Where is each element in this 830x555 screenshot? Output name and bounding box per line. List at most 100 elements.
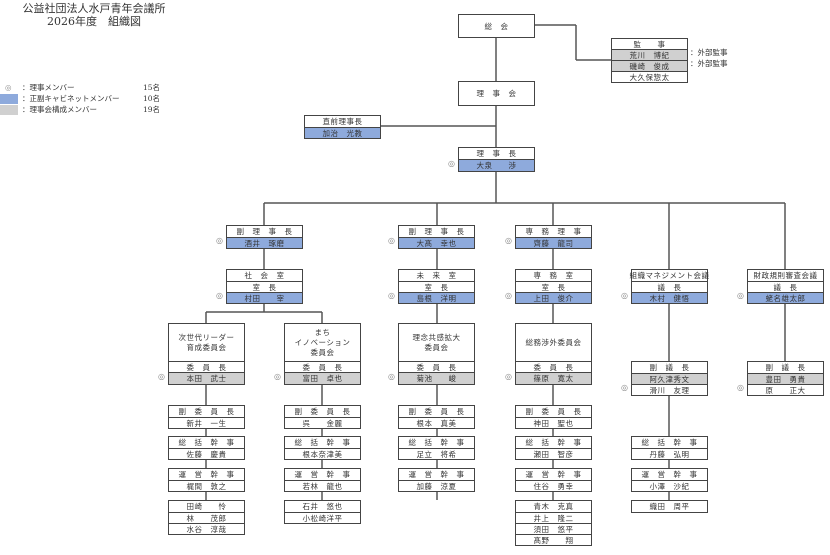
box-title: 総 括 幹 事 — [641, 438, 698, 447]
box-entry: 小澤 沙紀 — [632, 480, 707, 491]
box-title: 次世代リーダー 育成委員会 — [178, 332, 235, 352]
board-member-mark-icon: ◎ — [388, 291, 395, 300]
box-entry: 丹藤 弘明 — [632, 448, 707, 459]
box-entry: 磯崎 俊成 — [612, 60, 687, 71]
legend-label-board: ：理事メンバー — [22, 83, 75, 92]
box-board: 理 事 会 — [458, 81, 535, 106]
box-title: 総務渉外委員会 — [525, 337, 582, 347]
box-title: 運 営 幹 事 — [408, 470, 465, 479]
board-member-mark-icon: ◎ — [505, 236, 512, 245]
box-vp1: 副 理 事 長酒井 琢磨 — [226, 225, 303, 249]
board-member-mark-icon: ◎ — [388, 372, 395, 381]
box-entry: 住谷 勇幸 — [516, 480, 591, 491]
board-member-mark-icon: ◎ — [388, 236, 395, 245]
box-vchair4: 副 議 長阿久津秀文滑川 友理 — [631, 361, 708, 396]
box-entry: 齊藤 龍司 — [516, 237, 591, 248]
box-c3-gen: 総 括 幹 事足立 将希 — [398, 436, 475, 460]
box-c3-vice: 副 委 員 長根本 真美 — [398, 405, 475, 429]
box-entry: 佐藤 慶貴 — [169, 448, 244, 459]
box-comm3: 理念共感拡大 委員会委 員 長菊池 峻 — [398, 323, 475, 385]
box-entry: 井上 隆二 — [516, 512, 591, 523]
box-vchair5: 副 議 長豊田 勇貴原 正大 — [747, 361, 824, 396]
box-title: 総 括 幹 事 — [178, 438, 235, 447]
box-entry: 室 長 — [516, 281, 591, 292]
box-entry: 根本奈津美 — [285, 448, 360, 459]
board-member-mark-icon: ◎ — [621, 383, 628, 392]
box-room3: 専 務 室室 長上田 俊介 — [515, 269, 592, 304]
legend-label-cabinet: ：正副キャビネットメンバー — [22, 94, 120, 103]
box-comm1: 次世代リーダー 育成委員会委 員 長本田 武士 — [168, 323, 245, 385]
board-member-mark-icon: ◎ — [274, 372, 281, 381]
box-entry: 委 員 長 — [169, 361, 244, 372]
box-entry: 阿久津秀文 — [632, 373, 707, 384]
box-entry: 滑川 友理 — [632, 384, 707, 395]
box-c1-gen: 総 括 幹 事佐藤 慶貴 — [168, 436, 245, 460]
box-c3-ops: 運 営 幹 事加藤 涼夏 — [398, 468, 475, 492]
box-past-president: 直前理事長加治 光教 — [304, 115, 381, 139]
box-c2-mem: 石井 悠也小松崎洋平 — [284, 500, 361, 524]
box-title: 副 理 事 長 — [408, 227, 465, 236]
box-entry: 村田 宰 — [227, 292, 302, 303]
box-general: 総 会 — [458, 14, 535, 38]
legend-count-board: 15名 — [143, 83, 161, 92]
box-vp2: 副 理 事 長大髙 幸也 — [398, 225, 475, 249]
box-title: 副 委 員 長 — [178, 407, 235, 416]
box-title: 社 会 室 — [244, 271, 285, 280]
box-entry: 根本 真美 — [399, 417, 474, 428]
box-title: 副 議 長 — [765, 363, 806, 372]
box-title: 石井 悠也 — [302, 502, 343, 511]
org-name: 公益社団法人水戸青年会議所 — [22, 2, 166, 15]
box-entry: 菊池 峻 — [399, 372, 474, 384]
box-room2: 未 来 室室 長島根 洋明 — [398, 269, 475, 304]
box-title: 田崎 怜 — [186, 502, 227, 511]
box-title: 未 来 室 — [416, 271, 457, 280]
box-entry: 梶間 敦之 — [169, 480, 244, 491]
box-title: 青木 克真 — [533, 502, 574, 511]
box-entry: 委 員 長 — [399, 361, 474, 372]
box-entry: 若林 龍也 — [285, 480, 360, 491]
chart-year-title: 2026年度 組織図 — [47, 15, 141, 28]
box-c4-vice: 副 委 員 長神田 聖也 — [515, 405, 592, 429]
box-entry: 加治 光教 — [305, 127, 380, 138]
box-entry: 荒川 博紀 — [612, 49, 687, 60]
legend-label-board-member: ：理事会構成メンバー — [22, 105, 97, 114]
box-entry: 原 正大 — [748, 384, 823, 395]
board-member-mark-icon: ◎ — [216, 291, 223, 300]
box-entry: 議 長 — [748, 281, 823, 292]
box-title: 財政規則審査会議 — [753, 271, 818, 280]
box-exec-dir: 専 務 理 事齊藤 龍司 — [515, 225, 592, 249]
box-entry: 髙野 翔 — [516, 534, 591, 545]
box-title: 副 委 員 長 — [294, 407, 351, 416]
box-comm2: まち イノベーション 委員会委 員 長富田 卓也 — [284, 323, 361, 385]
box-entry: 加藤 涼夏 — [399, 480, 474, 491]
box-title: 総 会 — [484, 21, 509, 31]
box-c4-mem: 青木 克真井上 隆二須田 悠平髙野 翔 — [515, 500, 592, 546]
box-c2-gen: 総 括 幹 事根本奈津美 — [284, 436, 361, 460]
box-entry: 大泉 渉 — [459, 159, 534, 171]
auditor-note-2: ：外部監事 — [690, 59, 728, 68]
legend-count-cabinet: 10名 — [143, 94, 161, 103]
box-comm4: 総務渉外委員会委 員 長篠原 寛太 — [515, 323, 592, 385]
auditor-note-1: ：外部監事 — [690, 48, 728, 57]
box-title: 副 委 員 長 — [525, 407, 582, 416]
box-c2-vice: 副 委 員 長呉 金麗 — [284, 405, 361, 429]
box-entry: 神田 聖也 — [516, 417, 591, 428]
box-entry: 篠原 寛太 — [516, 372, 591, 384]
box-entry: 豊田 勇貴 — [748, 373, 823, 384]
box-title: 副 議 長 — [649, 363, 690, 372]
box-entry: 議 長 — [632, 281, 707, 292]
box-title: 運 営 幹 事 — [641, 470, 698, 479]
box-c1-mem: 田崎 怜林 茂郎水谷 淳哉 — [168, 500, 245, 535]
board-member-mark-icon: ◎ — [505, 291, 512, 300]
box-entry: 大久保惣太 — [612, 71, 687, 82]
box-entry: 水谷 淳哉 — [169, 523, 244, 534]
box-title: 直前理事長 — [322, 117, 363, 126]
board-member-mark-icon: ◎ — [505, 372, 512, 381]
box-title: 織田 周平 — [649, 502, 690, 511]
box-entry: 新井 一生 — [169, 417, 244, 428]
box-auditor: 監 事荒川 博紀磯崎 俊成大久保惣太 — [611, 38, 688, 83]
box-title: 副 理 事 長 — [236, 227, 293, 236]
box-c1-vice: 副 委 員 長新井 一生 — [168, 405, 245, 429]
box-title: 運 営 幹 事 — [525, 470, 582, 479]
box-title: 運 営 幹 事 — [294, 470, 351, 479]
